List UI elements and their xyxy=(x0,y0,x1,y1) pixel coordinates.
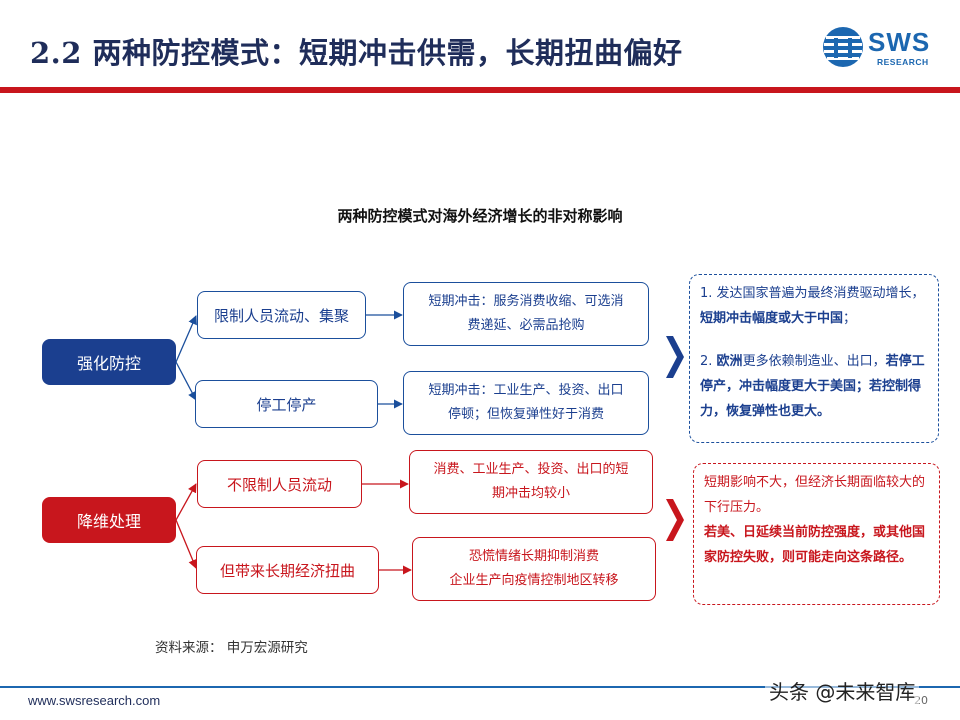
logo-subtext: RESEARCH xyxy=(877,57,929,67)
effect-line: 停顿；但恢复弹性好于消费 xyxy=(447,407,604,422)
weak-effect-2-box: 恐慌情绪长期抑制消费 企业生产向疫情控制地区转移 xyxy=(412,537,656,601)
effect-line: 短期冲击：服务消费收缩、可选消 xyxy=(428,294,624,309)
strong-control-box: 强化防控 xyxy=(42,339,176,385)
effect-line: 恐慌情绪长期抑制消费 xyxy=(468,549,599,564)
strong-note-box: 1. 发达国家普遍为最终消费驱动增长，短期冲击幅度或大于中国； 2. 欧洲更多依… xyxy=(689,274,939,443)
sws-logo xyxy=(823,27,863,67)
restrict-movement-box: 限制人员流动、集聚 xyxy=(197,291,366,339)
diagram-title: 两种防控模式对海外经济增长的非对称影响 xyxy=(337,207,623,225)
page-title: 2.2 两种防控模式：短期冲击供需，长期扭曲偏好 xyxy=(30,36,683,70)
downgrade-box: 降维处理 xyxy=(42,497,176,543)
weak-note-box: 短期影响不大，但经济长期面临较大的下行压力。 若美、日延续当前防控强度，或其他国… xyxy=(693,463,940,605)
header-divider xyxy=(0,87,960,93)
blue-chevron-icon xyxy=(666,336,684,378)
effect-line: 费递延、必需品抢购 xyxy=(467,318,585,333)
watermark: 头条 @未来智库 xyxy=(765,676,920,705)
footer-divider xyxy=(0,686,960,688)
shutdown-box: 停工停产 xyxy=(195,380,378,428)
strong-effect-2-box: 短期冲击：工业生产、投资、出口 停顿；但恢复弹性好于消费 xyxy=(403,371,649,435)
red-chevron-icon xyxy=(666,499,684,541)
strong-note-p1: 1. 发达国家普遍为最终消费驱动增长，短期冲击幅度或大于中国； xyxy=(700,286,925,326)
no-restriction-box: 不限制人员流动 xyxy=(197,460,362,508)
effect-line: 企业生产向疫情控制地区转移 xyxy=(449,573,619,588)
long-term-distortion-box: 但带来长期经济扭曲 xyxy=(196,546,379,594)
effect-line: 短期冲击：工业生产、投资、出口 xyxy=(428,383,624,398)
strong-effect-1-box: 短期冲击：服务消费收缩、可选消 费递延、必需品抢购 xyxy=(403,282,649,346)
effect-line: 消费、工业生产、投资、出口的短 xyxy=(433,462,629,477)
source-note: 资料来源： 申万宏源研究 xyxy=(155,640,308,656)
footer-url[interactable]: www.swsresearch.com xyxy=(28,693,161,708)
weak-effect-1-box: 消费、工业生产、投资、出口的短 期冲击均较小 xyxy=(409,450,653,514)
strong-note-p2: 2. 欧洲更多依赖制造业、出口，若停工停产，冲击幅度更大于美国；若控制得力，恢复… xyxy=(700,354,925,419)
weak-note-p2: 若美、日延续当前防控强度，或其他国家防控失败，则可能走向这条路径。 xyxy=(704,525,926,565)
logo-wordmark: SWS xyxy=(868,27,931,57)
weak-note-p1: 短期影响不大，但经济长期面临较大的下行压力。 xyxy=(704,475,926,515)
effect-line: 期冲击均较小 xyxy=(491,486,570,501)
logo-mark-icon xyxy=(823,27,863,67)
